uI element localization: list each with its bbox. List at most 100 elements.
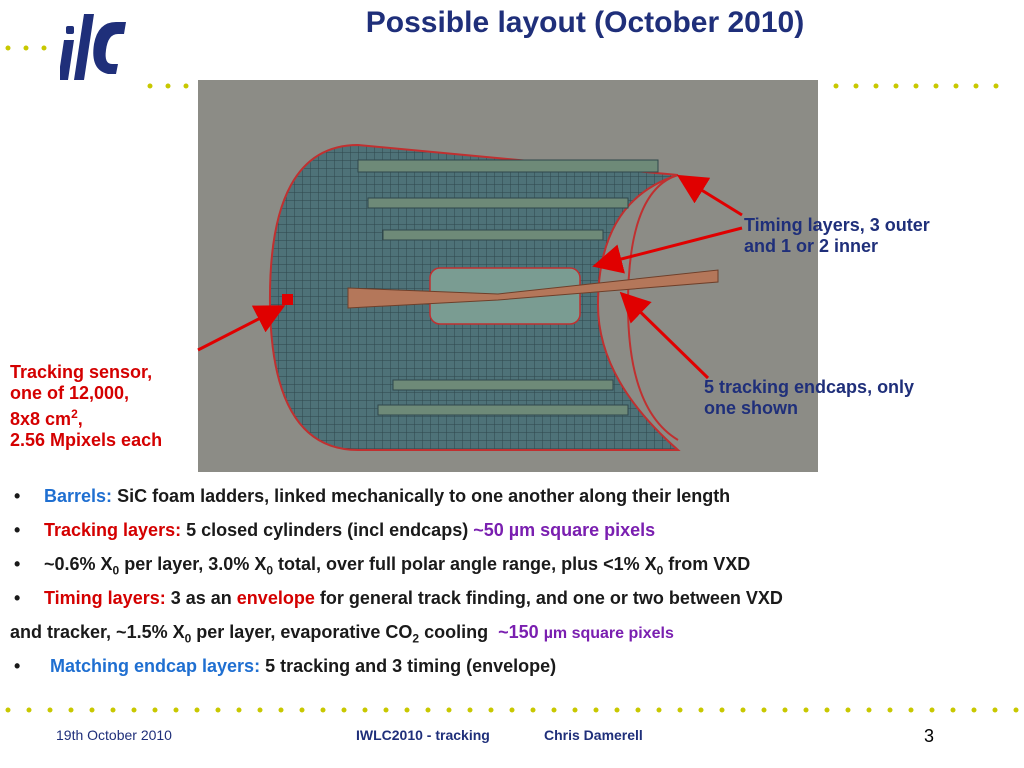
text-run: and tracker, ~1.5% X [10,622,185,642]
bottom-dotted-line [5,707,1019,713]
decorative-dot [908,707,914,713]
label-text: 8x8 cm [10,409,72,429]
subscript: 0 [656,563,664,578]
decorative-dot [215,707,221,713]
decorative-dot [551,707,557,713]
bullet-text: ~0.6% X0 per layer, 3.0% X0 total, over … [44,554,750,578]
decorative-dot [656,707,662,713]
decorative-dot [866,707,872,713]
detector-illustration [198,80,818,472]
label-line: 8x8 cm2, [10,404,162,430]
text-run: per layer, evaporative CO [191,622,413,642]
decorative-dot [299,707,305,713]
bullet-key: Matching endcap layers: [50,656,261,676]
bullet-text: 5 tracking and 3 timing (envelope) [265,656,557,676]
bullet-text: 3 as an [170,588,232,608]
decorative-dot [1013,707,1019,713]
label-line: 5 tracking endcaps, only [704,377,915,397]
subscript: 2 [412,631,420,646]
decorative-dot [278,707,284,713]
decorative-dot [530,707,536,713]
decorative-dot [593,707,599,713]
decorative-dot [992,707,998,713]
decorative-dot [824,707,830,713]
decorative-dot [761,707,767,713]
footer-event: IWLC2010 - tracking [356,727,490,743]
decorative-dot [26,707,32,713]
bullet-key: Timing layers: [44,588,166,608]
decorative-dot [635,707,641,713]
label-line: Timing layers, 3 outer [744,215,930,235]
decorative-dot [446,707,452,713]
decorative-dot [614,707,620,713]
text-run: total, over full polar angle range, plus… [273,554,657,574]
decorative-dot [782,707,788,713]
decorative-dot [887,707,893,713]
decorative-dot [68,707,74,713]
decorative-dot [971,707,977,713]
decorative-dot [152,707,158,713]
decorative-dot [194,707,200,713]
tracking-sensor-label: Tracking sensor, one of 12,000, 8x8 cm2,… [10,362,162,451]
label-line: 2.56 Mpixels each [10,430,163,450]
bullet-highlight: envelope [236,588,315,608]
bullet-key: Barrels: [44,486,113,506]
decorative-dot [341,707,347,713]
bullet-marker: • [14,554,21,574]
decorative-dot [173,707,179,713]
bullet-highlight: ~150 [498,622,539,642]
label-line: Tracking sensor, [10,362,153,382]
decorative-dot [236,707,242,713]
decorative-dot [677,707,683,713]
text-run: per layer, 3.0% X [119,554,267,574]
bullet-highlight: µm square pixels [543,625,674,642]
top-dotted-line [5,45,999,89]
decorative-dot [362,707,368,713]
bullet-marker: • [14,520,21,540]
decorative-dot [803,707,809,713]
decorative-dot [572,707,578,713]
subscript: 0 [184,631,192,646]
decorative-dot [5,707,11,713]
bullet-marker: • [14,588,21,608]
page-title: Possible layout (October 2010) [365,6,805,39]
tracking-endcaps-label: 5 tracking endcaps, only one shown [704,377,914,419]
bullet-text: 5 closed cylinders (incl endcaps) [186,520,469,540]
decorative-dot [257,707,263,713]
decorative-dot [845,707,851,713]
timing-layers-label: Timing layers, 3 outer and 1 or 2 inner [744,215,930,257]
text-run: from VXD [663,554,751,574]
label-line: one shown [704,398,798,418]
subscript: 0 [112,563,120,578]
text-run: cooling [419,622,489,642]
text-run: ~0.6% X [44,554,113,574]
superscript: 2 [71,407,78,421]
decorative-dot [425,707,431,713]
decorative-dot [740,707,746,713]
decorative-dot [467,707,473,713]
bullet-text: SiC foam ladders, linked mechanically to… [117,486,731,506]
decorative-dot [320,707,326,713]
bullet-key: Tracking layers: [44,520,182,540]
label-line: and 1 or 2 inner [744,236,879,256]
decorative-dot [47,707,53,713]
decorative-dot [89,707,95,713]
decorative-dot [404,707,410,713]
footer-date: 19th October 2010 [56,727,172,743]
label-text: , [77,409,83,429]
bullet-continuation: and tracker, ~1.5% X0 per layer, evapora… [10,622,674,646]
decorative-dot [509,707,515,713]
decorative-dot [131,707,137,713]
detector-figure [198,80,818,472]
label-line: one of 12,000, [10,383,130,403]
ilc-logo [60,14,126,80]
decorative-dot [719,707,725,713]
decorative-dot [929,707,935,713]
subscript: 0 [266,563,274,578]
footer-author: Chris Damerell [544,727,643,743]
decorative-dot [110,707,116,713]
bullet-text: for general track finding, and one or tw… [319,588,783,608]
bullet-marker: • [14,656,21,676]
bullet-highlight: ~50 µm square pixels [473,520,656,540]
decorative-dot [488,707,494,713]
